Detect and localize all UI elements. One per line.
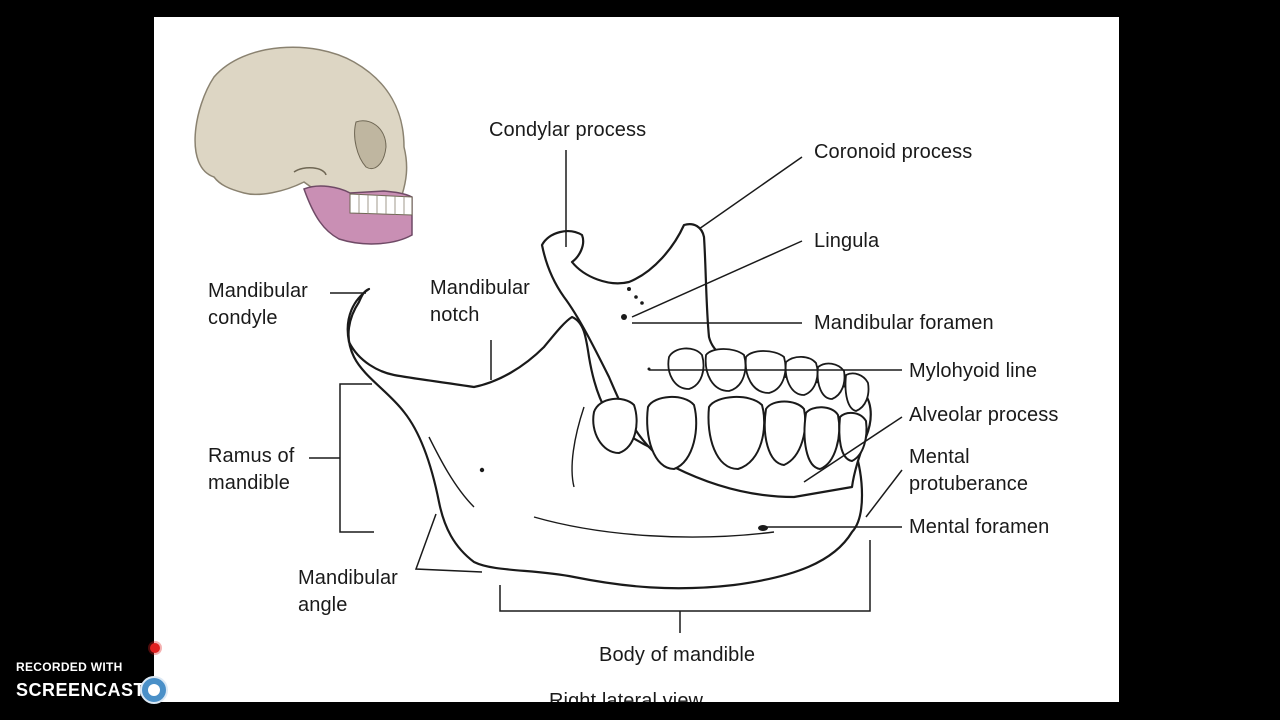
recording-dot-icon bbox=[150, 643, 160, 653]
foramina-marks bbox=[479, 287, 768, 531]
label-body-of-mandible: Body of mandible bbox=[599, 644, 756, 666]
screencast-logo-icon bbox=[140, 676, 168, 704]
caption-view: Right lateral view bbox=[549, 690, 704, 702]
label-mandibular-notch: Mandibular notch bbox=[430, 277, 530, 326]
label-mandibular-angle: Mandibular angle bbox=[298, 567, 398, 616]
watermark-recorded-with: RECORDED WITH bbox=[16, 660, 123, 674]
label-mental-protuberance: Mental protuberance bbox=[909, 446, 1029, 495]
label-mandibular-foramen: Mandibular foramen bbox=[814, 312, 994, 334]
mandible-diagram bbox=[194, 46, 903, 633]
label-coronoid-process: Coronoid process bbox=[814, 141, 973, 163]
leader-lines bbox=[309, 150, 903, 633]
watermark-brand: SCREENCAST bbox=[16, 680, 146, 700]
label-condylar-process: Condylar process bbox=[489, 119, 647, 141]
label-alveolar-process: Alveolar process bbox=[909, 404, 1059, 426]
label-mylohyoid-line: Mylohyoid line bbox=[909, 360, 1038, 382]
label-mental-foramen: Mental foramen bbox=[909, 516, 1050, 538]
recorder-watermark: RECORDED WITH SCREENCAST MATIC bbox=[16, 660, 256, 712]
label-lingula: Lingula bbox=[814, 230, 880, 252]
teeth-rear bbox=[667, 347, 870, 412]
teeth-front bbox=[592, 395, 868, 471]
slide: Condylar process Coronoid process Lingul… bbox=[154, 17, 1119, 702]
skull-thumbnail bbox=[194, 46, 413, 245]
label-ramus-of-mandible: Ramus of mandible bbox=[208, 445, 295, 494]
ramus-contours bbox=[428, 406, 775, 538]
label-mandibular-condyle: Mandibular condyle bbox=[208, 280, 308, 329]
watermark-brand-suffix: MATIC bbox=[174, 680, 233, 700]
